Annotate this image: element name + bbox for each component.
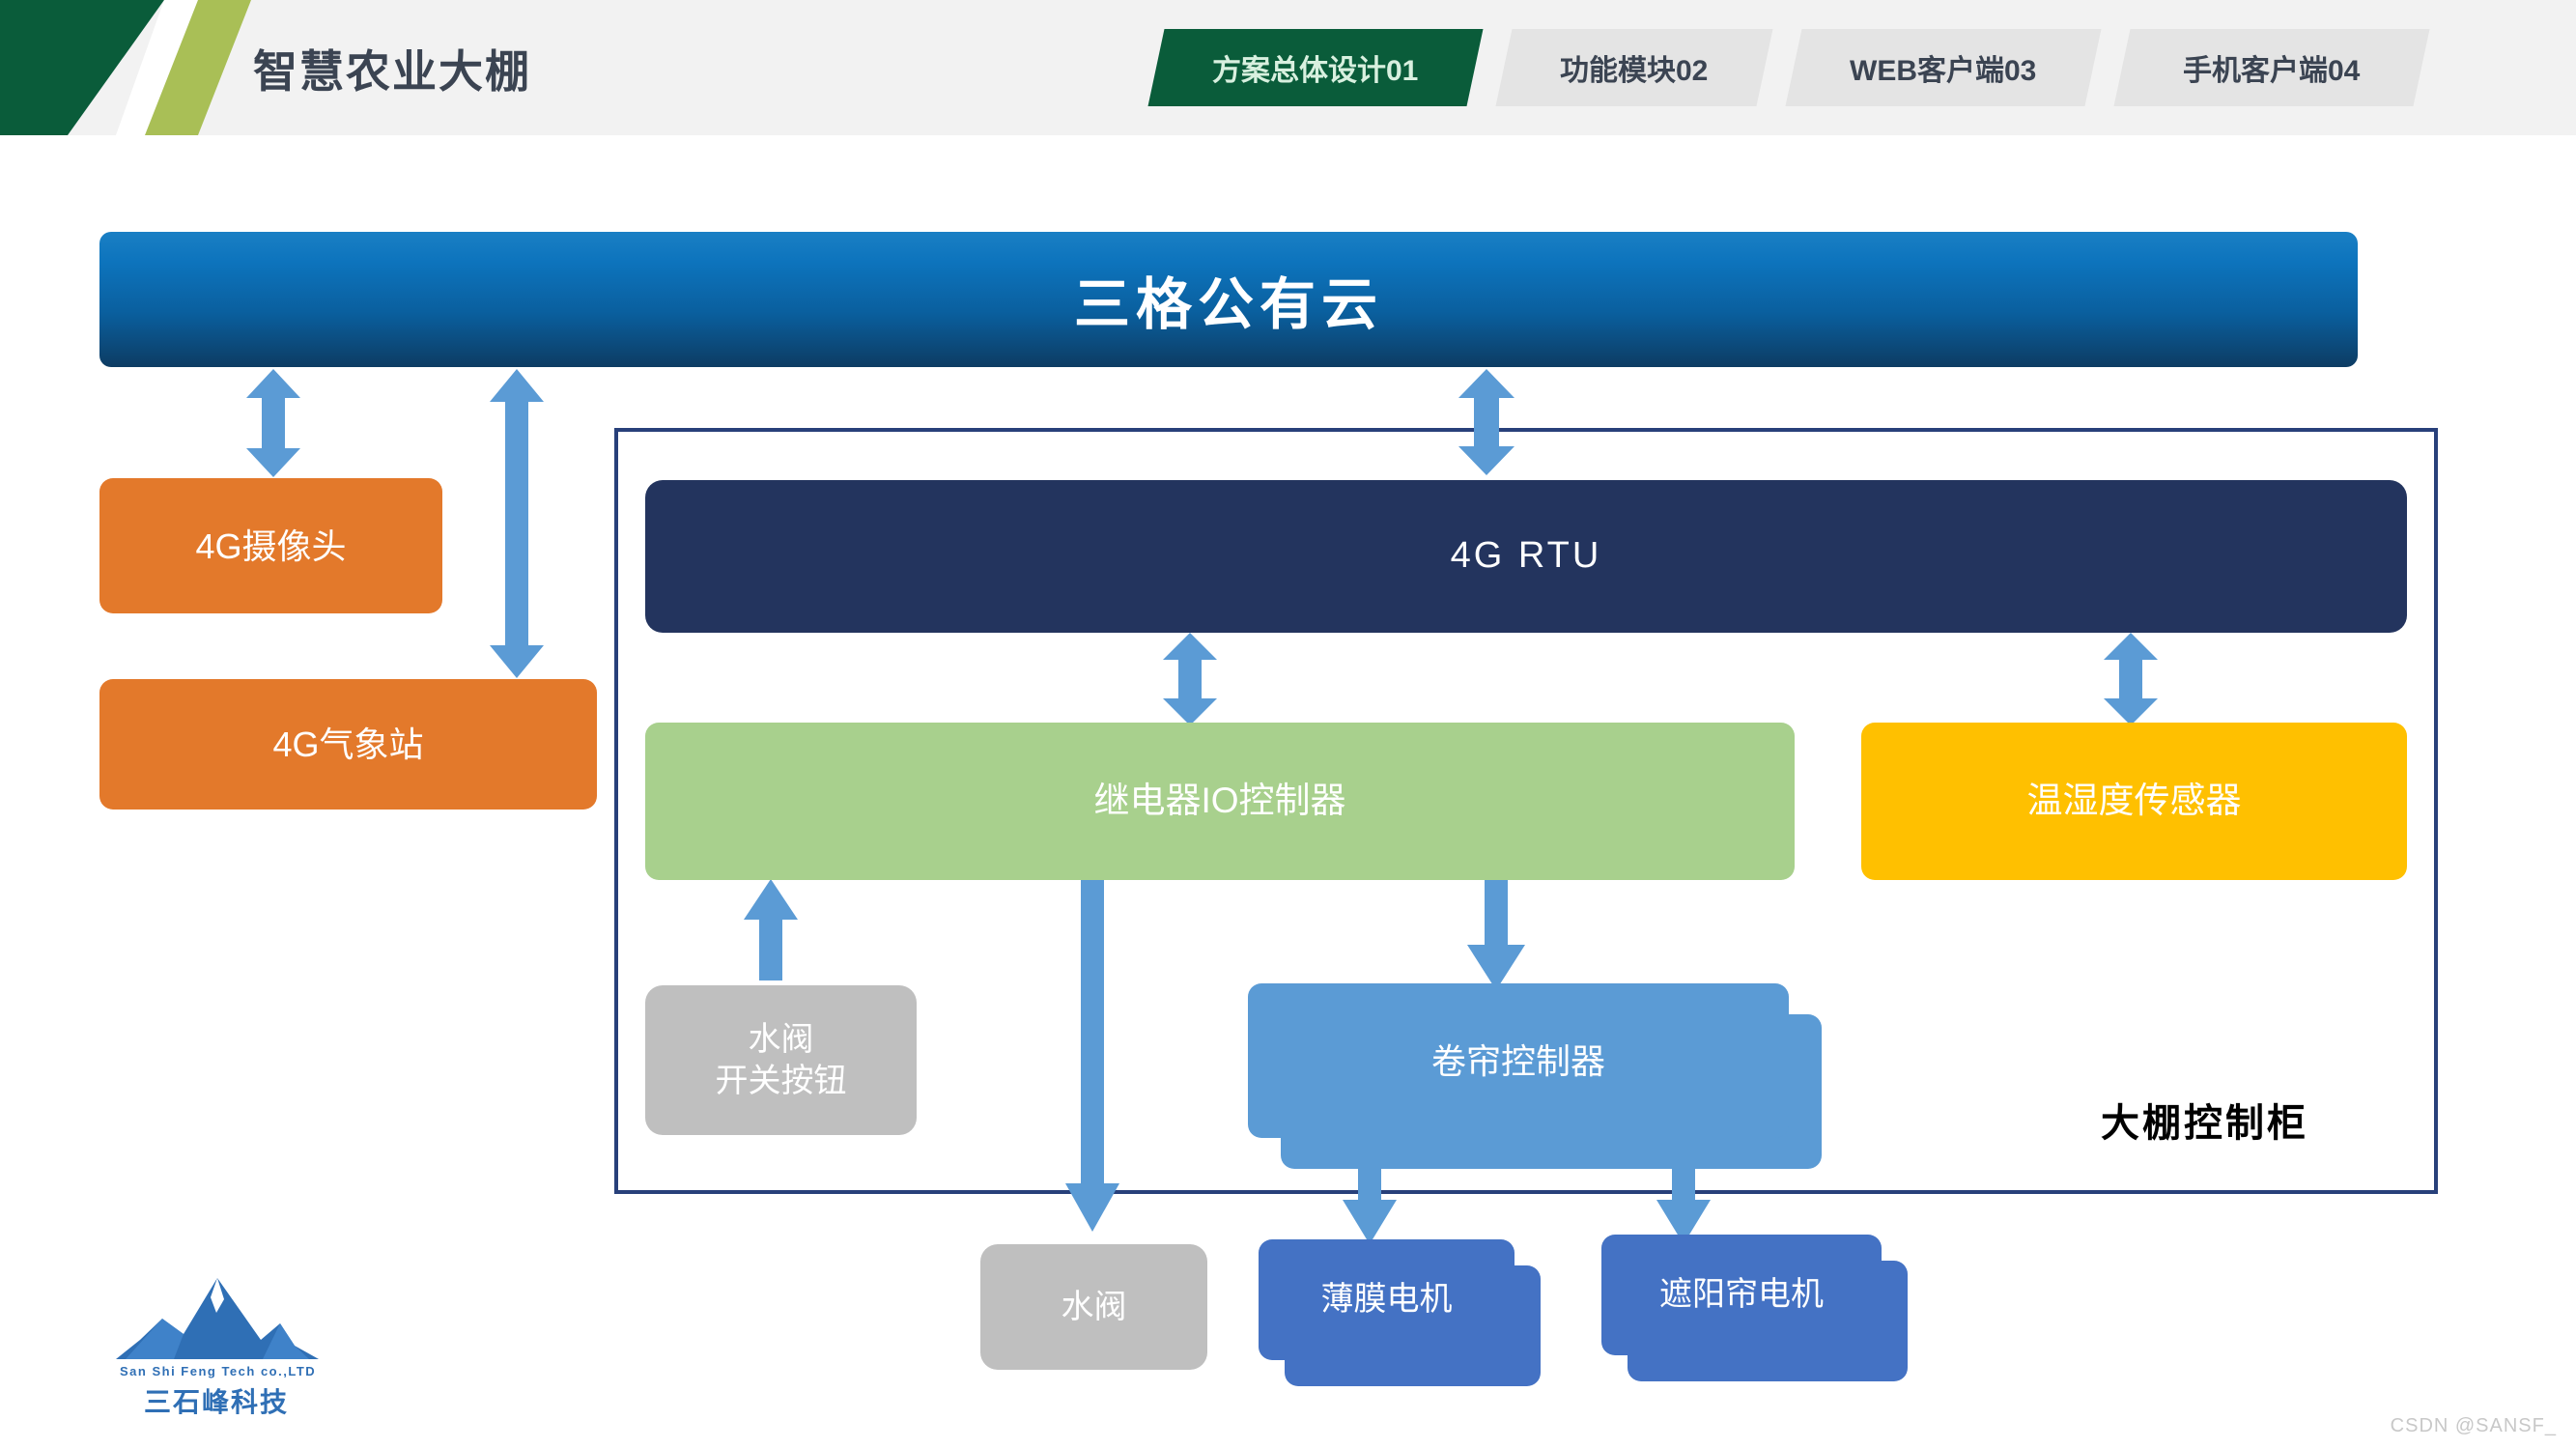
cabinet-label: 大棚控制柜 — [2101, 1102, 2308, 1145]
arrow-rtu-relay — [1163, 633, 1217, 725]
arrow-curtainctrl-filmmotor — [1343, 1121, 1397, 1244]
node-4g-camera[interactable]: 4G摄像头 — [99, 478, 442, 613]
tab-function-module-label: 功能模块02 — [1560, 55, 1709, 87]
node-film-motor[interactable]: 薄膜电机 — [1259, 1239, 1514, 1360]
node-curtain-controller[interactable]: 卷帘控制器 — [1248, 983, 1789, 1138]
node-temp-humidity-sensor-label: 温湿度传感器 — [2026, 781, 2242, 821]
arrow-cloud-weather — [490, 369, 544, 678]
node-4g-rtu[interactable]: 4G RTU — [645, 480, 2407, 633]
tab-web-client[interactable]: WEB客户端03 — [1785, 29, 2102, 106]
arrow-relay-curtainctrl — [1467, 879, 1525, 990]
arrow-curtainctrl-shademotor — [1656, 1121, 1711, 1244]
node-relay-io-controller-label: 继电器IO控制器 — [1093, 781, 1346, 821]
company-logo-english-name: San Shi Feng Tech co.,LTD — [120, 1364, 317, 1378]
node-film-motor-label: 薄膜电机 — [1320, 1281, 1453, 1319]
node-shade-motor[interactable]: 遮阳帘电机 — [1601, 1235, 1882, 1355]
page-title: 智慧农业大棚 — [253, 46, 531, 97]
page-header: 智慧农业大棚 方案总体设计01 功能模块02 WEB客户端03 手机客户端04 — [0, 0, 2576, 135]
tab-mobile-client[interactable]: 手机客户端04 — [2113, 29, 2430, 106]
arrow-cloud-camera — [246, 369, 300, 477]
node-water-valve-switch-button-label-line2: 开关按钮 — [715, 1062, 847, 1099]
tab-mobile-client-label: 手机客户端04 — [2183, 55, 2361, 87]
public-cloud-label: 三格公有云 — [1073, 273, 1383, 336]
arrow-relay-watervalve — [1065, 879, 1119, 1232]
node-curtain-controller-label: 卷帘控制器 — [1430, 1040, 1605, 1081]
arrow-valvebutton-relay — [744, 879, 798, 980]
company-logo-mountain-icon — [116, 1270, 319, 1425]
arrow-rtu-sensor — [2104, 633, 2158, 725]
company-logo-chinese-name: 三石峰科技 — [143, 1387, 289, 1417]
node-4g-rtu-label: 4G RTU — [1450, 535, 1602, 577]
public-cloud-banner[interactable]: 三格公有云 — [99, 232, 2358, 367]
node-relay-io-controller[interactable]: 继电器IO控制器 — [645, 723, 1795, 880]
tab-function-module[interactable]: 功能模块02 — [1495, 29, 1773, 106]
tab-overall-design-label: 方案总体设计01 — [1212, 55, 1419, 87]
tab-web-client-label: WEB客户端03 — [1850, 55, 2037, 87]
node-water-valve-switch-button[interactable]: 水阀 开关按钮 — [645, 985, 917, 1135]
greenhouse-control-cabinet-frame — [614, 428, 2438, 1194]
node-temp-humidity-sensor[interactable]: 温湿度传感器 — [1861, 723, 2407, 880]
node-4g-weather-station-label: 4G气象站 — [272, 724, 424, 764]
watermark: CSDN @SANSF_ — [2390, 1415, 2557, 1436]
arrow-cloud-rtu — [1458, 369, 1514, 475]
node-4g-weather-station[interactable]: 4G气象站 — [99, 679, 597, 810]
node-water-valve[interactable]: 水阀 — [980, 1244, 1207, 1370]
tab-overall-design[interactable]: 方案总体设计01 — [1147, 29, 1484, 106]
node-water-valve-switch-button-label-line1: 水阀 — [748, 1021, 814, 1058]
node-shade-motor-label: 遮阳帘电机 — [1659, 1276, 1824, 1314]
node-water-valve-label: 水阀 — [1061, 1288, 1127, 1325]
node-4g-camera-label: 4G摄像头 — [195, 526, 347, 566]
